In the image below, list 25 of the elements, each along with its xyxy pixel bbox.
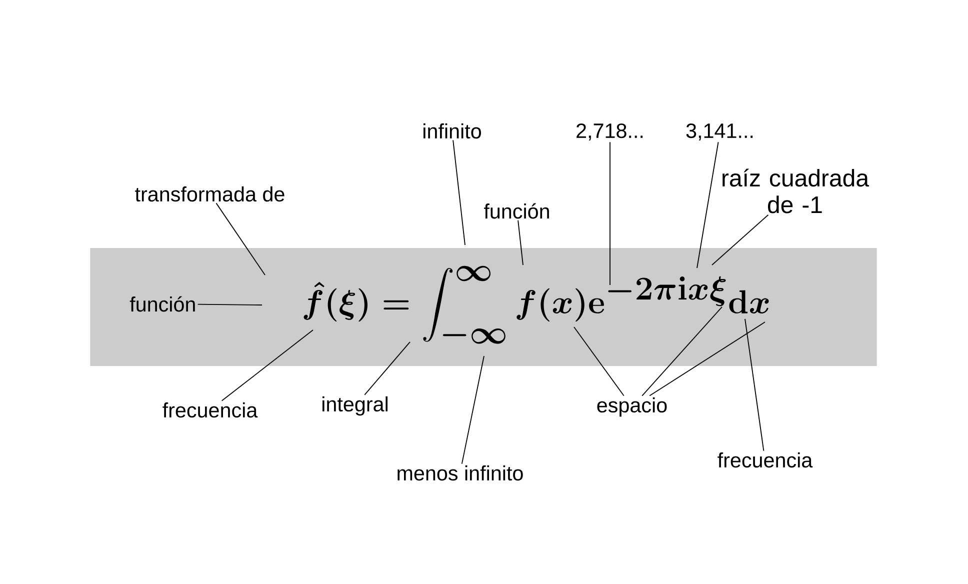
annotation-label: frecuencia <box>718 452 813 468</box>
leader-line <box>744 318 764 452</box>
leader-line <box>461 356 484 464</box>
annotation-label: integral <box>322 396 388 416</box>
annotation-label: raíz cuadrada de -1 <box>722 168 869 214</box>
leader-line <box>712 214 769 266</box>
annotation-label: función <box>484 203 549 219</box>
leader-line <box>518 220 524 266</box>
annotation-label: espacio <box>597 397 667 417</box>
annotation-label: menos infinito <box>398 465 523 481</box>
annotation-label: infinito <box>424 123 481 139</box>
leader-line <box>642 306 722 396</box>
annotation-label: 3,141... <box>686 123 753 141</box>
annotation-label: transformada de <box>135 186 284 202</box>
leader-line <box>221 330 314 402</box>
annotation-label: 2,718... <box>576 123 643 141</box>
annotation-label: función <box>130 296 195 312</box>
leader-line <box>696 142 719 268</box>
leader-line <box>364 342 410 396</box>
leader-line <box>197 304 262 306</box>
annotation-label: frecuencia <box>162 402 258 418</box>
leader-line <box>216 202 266 276</box>
leader-line <box>649 322 766 396</box>
leader-line <box>574 326 624 396</box>
leader-line <box>452 140 466 246</box>
